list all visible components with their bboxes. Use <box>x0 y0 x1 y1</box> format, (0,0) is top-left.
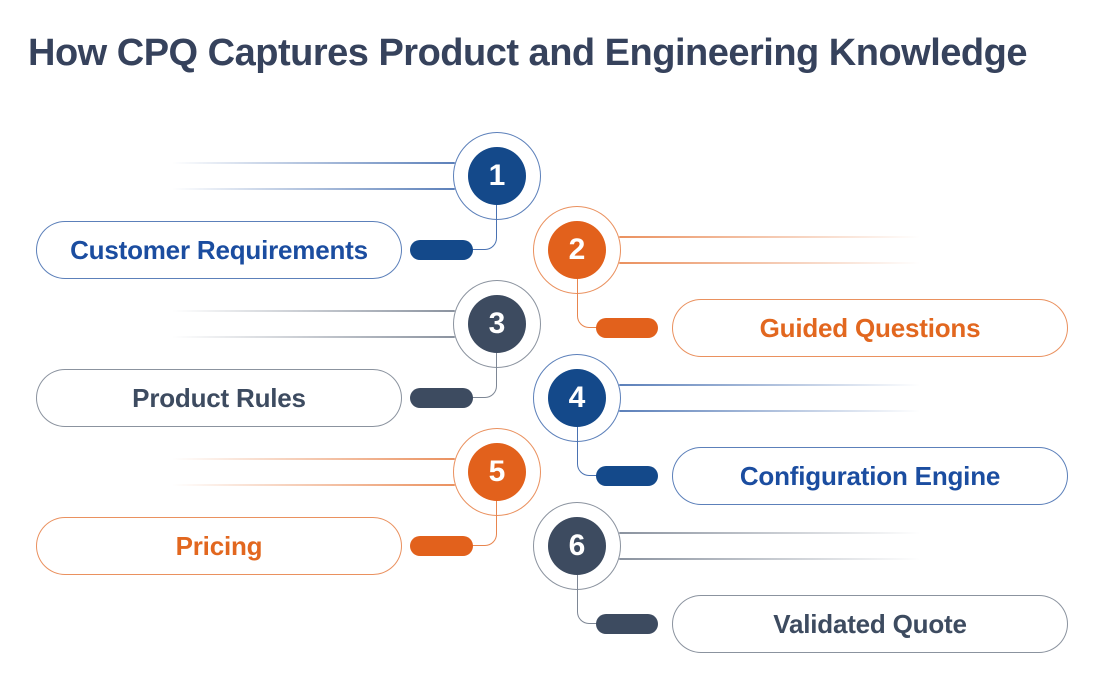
speed-line <box>619 236 920 238</box>
connector-dash <box>596 466 658 486</box>
speed-line <box>619 384 920 386</box>
connector-dash <box>410 536 473 556</box>
step-pill: Product Rules <box>36 369 402 427</box>
speed-line <box>172 162 455 164</box>
step-label: Guided Questions <box>759 312 981 343</box>
step-number-circle: 2 <box>548 221 606 279</box>
speed-line <box>619 558 920 560</box>
speed-line <box>619 410 920 412</box>
step-number-circle: 6 <box>548 517 606 575</box>
speed-line <box>172 188 455 190</box>
connector-line <box>577 566 597 624</box>
step-number: 4 <box>568 381 586 414</box>
speed-line <box>172 310 455 312</box>
speed-line <box>172 484 455 486</box>
step-number-circle: 5 <box>468 443 526 501</box>
step-label: Pricing <box>175 530 263 561</box>
step-label: Product Rules <box>132 382 306 413</box>
connector-line <box>472 344 497 398</box>
connector-line <box>577 270 597 328</box>
step-pill: Guided Questions <box>672 299 1068 357</box>
step-pill: Customer Requirements <box>36 221 402 279</box>
step-number: 6 <box>568 529 586 562</box>
connector-dash <box>410 388 473 408</box>
step-number: 5 <box>488 455 506 488</box>
step-pill: Pricing <box>36 517 402 575</box>
page-title: How CPQ Captures Product and Engineering… <box>28 32 1027 74</box>
connector-line <box>472 492 497 546</box>
speed-line <box>619 532 920 534</box>
step-number: 3 <box>488 307 506 340</box>
step-number-circle: 1 <box>468 147 526 205</box>
step-label: Customer Requirements <box>70 234 368 265</box>
step-number-circle: 4 <box>548 369 606 427</box>
speed-line <box>172 336 455 338</box>
step-label: Configuration Engine <box>739 460 1001 491</box>
connector-dash <box>596 318 658 338</box>
connector-line <box>472 196 497 250</box>
connector-dash <box>410 240 473 260</box>
connector-dash <box>596 614 658 634</box>
step-number: 1 <box>488 159 506 192</box>
speed-line <box>172 458 455 460</box>
step-number: 2 <box>568 233 586 266</box>
step-pill: Configuration Engine <box>672 447 1068 505</box>
step-number-circle: 3 <box>468 295 526 353</box>
step-label: Validated Quote <box>773 608 967 639</box>
connector-line <box>577 418 597 476</box>
speed-line <box>619 262 920 264</box>
step-pill: Validated Quote <box>672 595 1068 653</box>
